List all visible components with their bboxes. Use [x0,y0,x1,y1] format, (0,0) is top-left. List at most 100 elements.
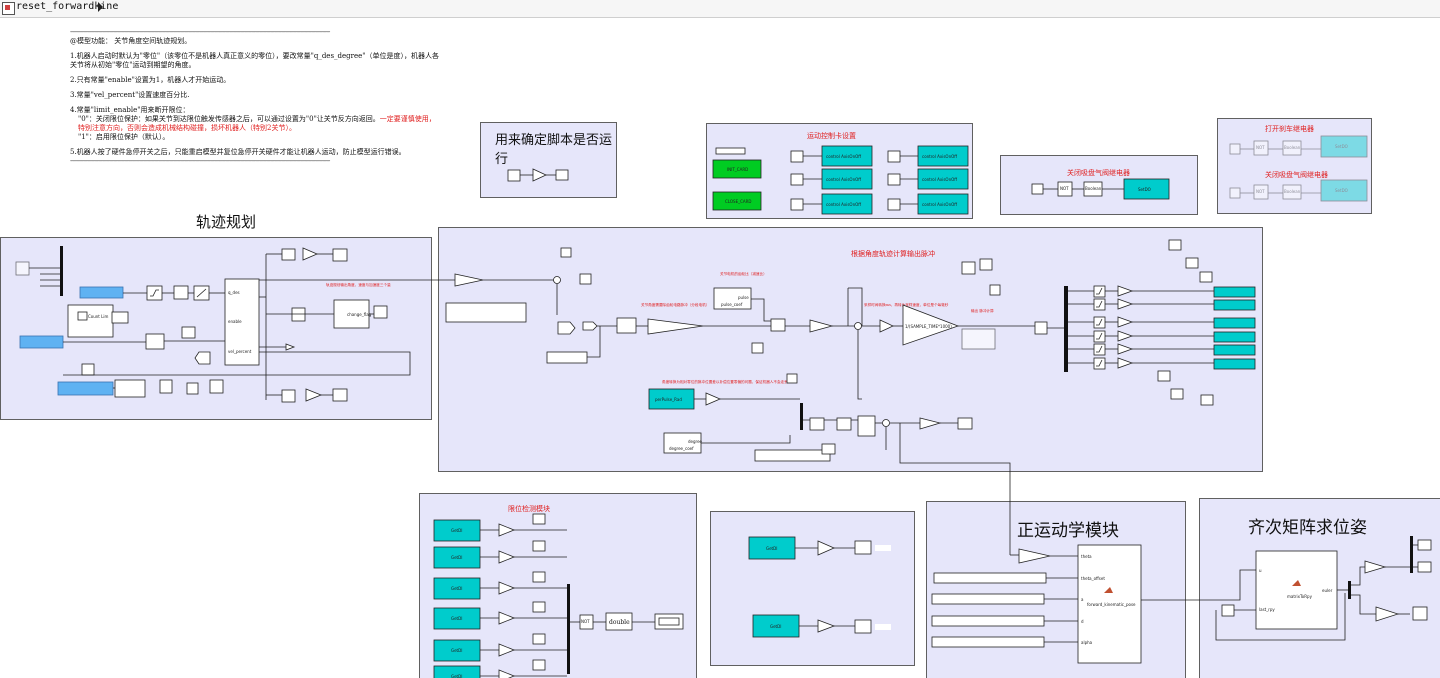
matrix-to-rpy-func-block[interactable] [1255,550,1338,630]
traj-switch-block[interactable] [194,351,211,365]
pulse-coef-block[interactable] [713,287,752,310]
traj-counter-block[interactable] [67,304,114,338]
annotation-pulse-per-angle: 关节角度需要除齿轮电路脉冲（分段电机） [641,303,710,307]
traj-const-faded-block[interactable] [15,261,30,276]
axis-onoff-block-2-0[interactable] [821,193,873,215]
axis-onoff-block-1-1[interactable] [917,168,969,190]
pulse-display-1[interactable] [445,302,527,323]
out-sat-block-0[interactable] [1093,285,1106,298]
check-run-gain-block[interactable] [532,168,547,182]
traj-product-block[interactable] [114,379,146,398]
check-run-blocks[interactable] [507,168,569,182]
axis-onoff-block-1-0[interactable] [821,168,873,190]
model-name[interactable]: reset_forwardkine [16,1,119,12]
model-notes[interactable]: ----------------------------------------… [70,28,440,166]
check-run-const-block[interactable] [507,169,521,182]
axis-input-2-1[interactable] [887,198,901,211]
pulse-pink-block[interactable] [616,317,637,334]
getdi-extra-blocks[interactable]: GetDI GetDI [748,536,891,638]
out-pulse-block-4[interactable] [1213,344,1256,356]
annotation-output-pulse: 输出 脉冲计算 [971,309,994,313]
area-brake-title-b: 关闭吸盘气阀继电器 [1265,171,1328,179]
axis-input-1-1[interactable] [887,173,901,186]
breadcrumb-arrow-icon[interactable] [98,2,103,12]
brake-relays-blocks[interactable]: NOT Boolean SetDO NOT Boolean SetDO [1229,135,1368,202]
axis-onoff-block-0-0[interactable] [821,145,873,167]
out-pulse-block-5[interactable] [1213,358,1256,370]
pulse-display-2[interactable] [754,449,831,462]
svg-text:theta_offset: theta_offset [1081,576,1105,581]
limit-getdi-3[interactable] [433,607,481,630]
model-icon [2,2,15,15]
axis-onoff-block-0-1[interactable] [917,145,969,167]
axis-input-0-0[interactable] [790,150,804,163]
check-run-scope-block[interactable] [555,169,569,181]
forward-kine-blocks[interactable]: theta theta_offset a d alpha forward_kin… [931,544,1230,664]
limit-getdi-label: GetDI [451,648,462,653]
axis-input-1-0[interactable] [790,173,804,186]
area-getdi-extra[interactable] [710,511,915,666]
out-sat-block-5[interactable] [1093,357,1106,370]
out-scope-3[interactable] [1157,370,1171,382]
svg-text:SetDO: SetDO [1335,144,1348,149]
pulse-input-gain[interactable] [454,273,484,287]
out-sat-block-4[interactable] [1093,343,1106,356]
area-check-run[interactable]: 用来确定脚本是否运行 [480,122,617,198]
axis-input-0-1[interactable] [887,150,901,163]
limit-double-block[interactable] [605,612,633,631]
area-brake-relays[interactable]: 打开刹车继电器 关闭吸盘气阀继电器 [1217,118,1372,214]
out-scope-4[interactable] [1170,388,1184,400]
forward-kinematic-func-block[interactable] [1077,544,1142,664]
svg-text:double: double [609,619,630,626]
trajectory-blocks[interactable]: q_des enable vel_percent Count Lim chang… [15,246,455,403]
close-card-block[interactable] [712,191,762,211]
limit-mux-bar[interactable] [567,584,570,674]
out-sat-block-2[interactable] [1093,316,1106,329]
out-pulse-block-0[interactable] [1213,286,1256,298]
close-card-label: CLOSE_CARD [725,199,751,204]
traj-mux-bar[interactable] [60,246,63,296]
out-sat-block-3[interactable] [1093,330,1106,343]
limit-getdi-4[interactable] [433,639,481,662]
area-forward-kine[interactable]: 正运动学模块 [926,501,1186,678]
pulse-sum-1[interactable] [553,276,561,284]
notes-separator-top: ----------------------------------------… [70,28,330,36]
out-scope-5[interactable] [1200,394,1214,406]
out-pulse-block-1[interactable] [1213,299,1256,311]
out-sat-block-1[interactable] [1093,298,1106,311]
svg-text:NOT: NOT [1060,186,1069,191]
out-scope-1[interactable] [1185,257,1199,269]
axis-onoff-block-2-1[interactable] [917,193,969,215]
pose-solve-blocks[interactable]: u last_rpy matrixToRpy euler [1215,536,1432,641]
limit-getdi-0[interactable] [433,519,481,542]
limit-getdi-label: GetDI [451,674,462,678]
out-pulse-block-3[interactable] [1213,331,1256,343]
close-valve-blocks[interactable]: NOT Boolean SetDO [1031,178,1170,200]
motion-card-input-block[interactable] [715,147,746,155]
enable-const-block[interactable] [19,335,64,349]
svg-text:last_rpy: last_rpy [1259,607,1275,612]
vel-percent-const-block[interactable] [57,381,114,396]
out-scope-2[interactable] [1199,271,1213,283]
q-des-const-block[interactable] [79,286,124,299]
fk-input-gain[interactable] [1018,548,1051,564]
axis-onoff-label: control AxisOnOff [826,202,861,207]
traj-planner-block[interactable] [224,278,260,366]
pulse-mux-bar-2[interactable] [800,403,803,430]
pulse-gear-gain[interactable] [647,318,704,335]
out-pulse-block-2[interactable] [1213,317,1256,329]
axis-input-2-0[interactable] [790,198,804,211]
sample-time-gain[interactable] [902,304,960,346]
pulse-calc-blocks[interactable]: pulse pulse_coef 1/(SAMPLE_TIME*1000) pe… [445,239,1256,555]
limit-getdi-2[interactable] [433,577,481,600]
init-card-block[interactable] [712,159,762,179]
limit-getdi-1[interactable] [433,546,481,569]
pulse-goto-tag[interactable] [557,321,576,335]
pose-demux-bar[interactable] [1348,581,1351,599]
out-scope-0[interactable] [1168,239,1182,251]
pulse-demux-bar[interactable] [1064,286,1068,372]
close-valve-setdo-block[interactable] [1123,178,1170,200]
limit-getdi-5[interactable] [433,665,481,678]
